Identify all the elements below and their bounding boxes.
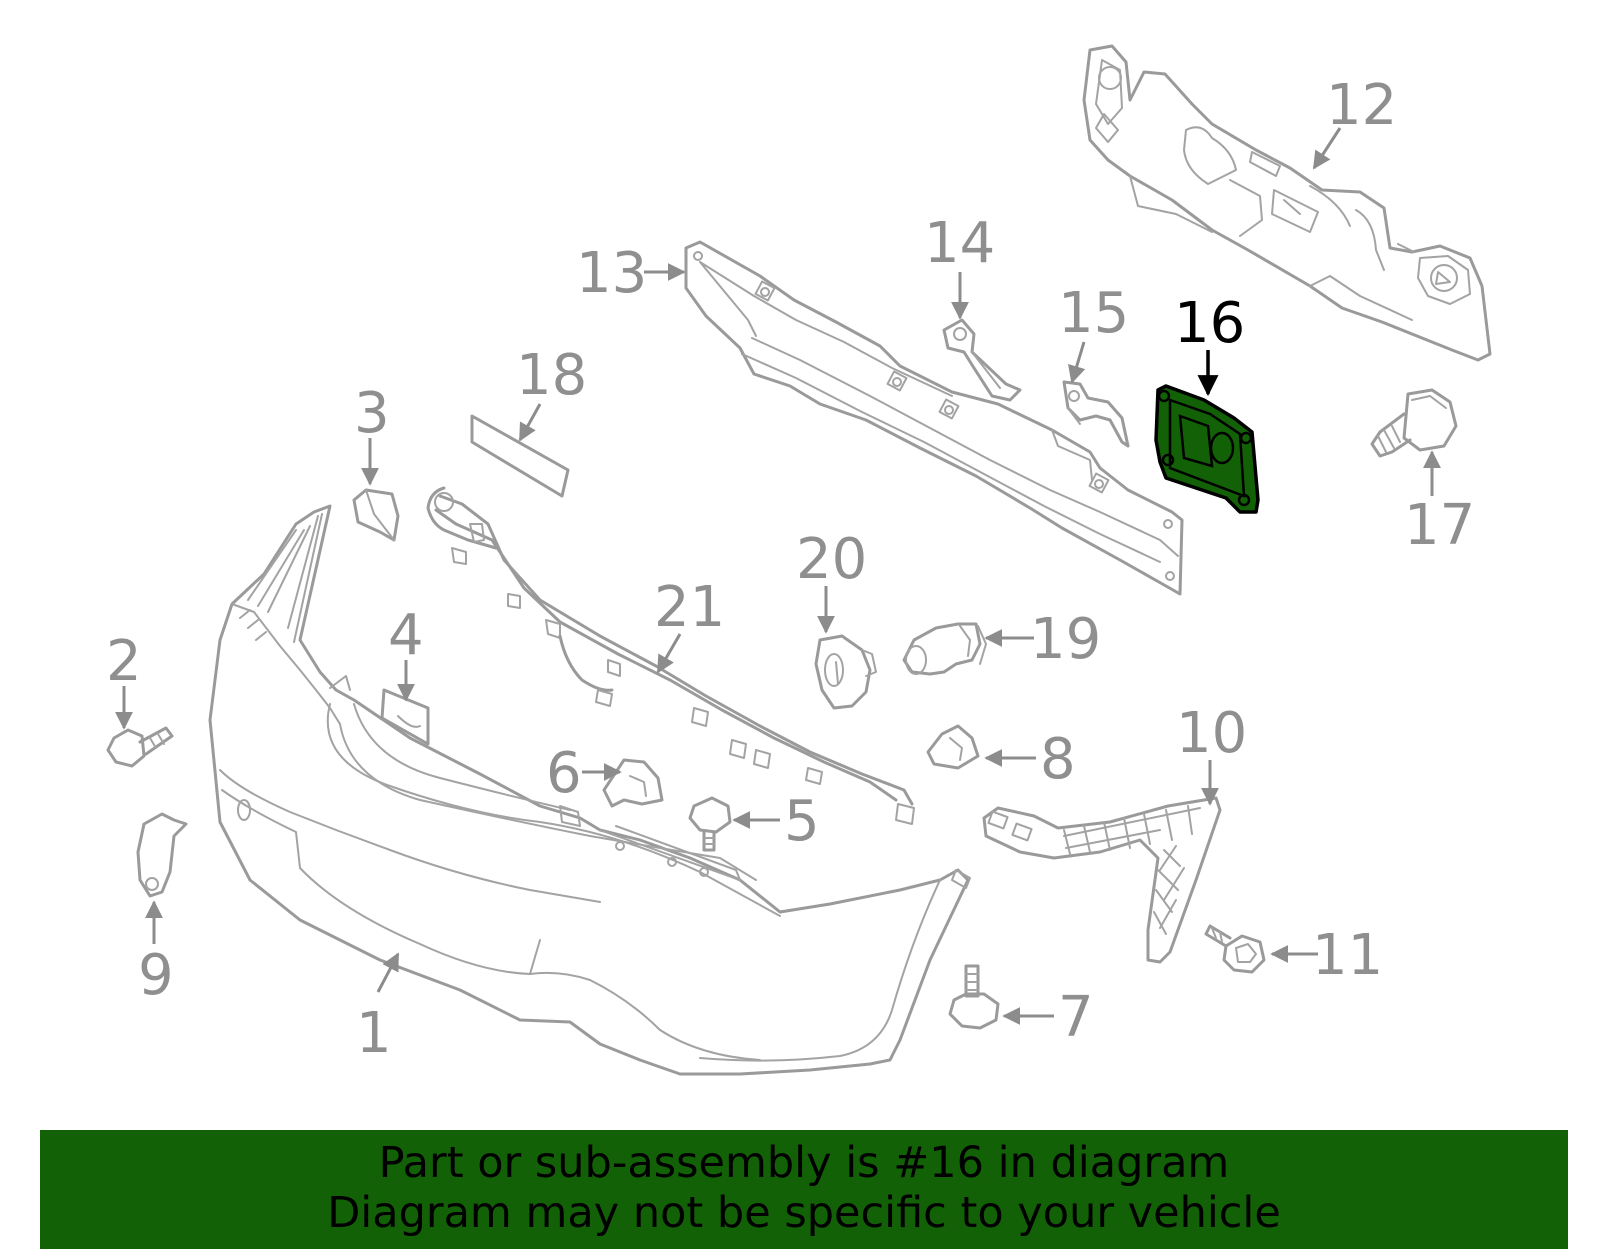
part-11-bolt xyxy=(1204,924,1266,974)
part-17-fastener xyxy=(1370,388,1458,458)
part-9-clip xyxy=(136,812,188,898)
callout-12: 12 xyxy=(1326,73,1397,138)
callout-8: 8 xyxy=(1040,727,1076,792)
banner-line-2: Diagram may not be specific to your vehi… xyxy=(327,1188,1281,1238)
callout-1: 1 xyxy=(356,1001,392,1066)
part-10-side-bracket xyxy=(982,796,1222,964)
part-18-strip xyxy=(470,414,570,498)
callout-19: 19 xyxy=(1030,607,1101,672)
callout-15: 15 xyxy=(1058,281,1129,346)
callout-10: 10 xyxy=(1176,701,1247,766)
callout-21: 21 xyxy=(654,575,725,640)
callout-2: 2 xyxy=(106,629,142,694)
part-1-bumper-cover xyxy=(208,504,971,1076)
part-6-clip xyxy=(602,758,664,808)
leader-15 xyxy=(1068,341,1086,384)
banner-line-1: Part or sub-assembly is #16 in diagram xyxy=(378,1138,1230,1188)
part-13-reinforcement-beam xyxy=(684,240,1184,596)
callout-4: 4 xyxy=(388,603,424,668)
callout-11: 11 xyxy=(1312,923,1383,988)
leader-lines xyxy=(115,127,1441,1025)
leader-12 xyxy=(1312,127,1342,170)
parts-diagram: 1 2 3 4 5 6 7 8 9 10 11 12 13 14 15 16 1… xyxy=(106,44,1492,1076)
callout-7: 7 xyxy=(1058,985,1094,1050)
callout-17: 17 xyxy=(1404,493,1475,558)
part-7-screw xyxy=(948,964,1000,1030)
part-2-bolt xyxy=(106,726,174,768)
part-19-connector xyxy=(902,622,987,676)
part-14-bracket xyxy=(942,318,1022,402)
part-12-energy-absorber xyxy=(1082,44,1492,362)
callout-13: 13 xyxy=(576,241,647,306)
leader-21 xyxy=(656,633,682,674)
leader-18 xyxy=(518,403,542,442)
leader-1 xyxy=(376,952,400,993)
callout-14: 14 xyxy=(924,211,995,276)
callout-5: 5 xyxy=(784,789,820,854)
callout-20: 20 xyxy=(796,527,867,592)
callout-9: 9 xyxy=(138,943,174,1008)
part-20-sensor xyxy=(814,634,877,710)
callout-16: 16 xyxy=(1174,291,1245,356)
part-5-screw xyxy=(688,796,732,852)
part-15-bracket xyxy=(1062,380,1130,448)
callout-labels: 1 2 3 4 5 6 7 8 9 10 11 12 13 14 15 16 1… xyxy=(106,73,1475,1066)
info-banner: Part or sub-assembly is #16 in diagram D… xyxy=(40,1130,1568,1249)
callout-6: 6 xyxy=(546,741,582,806)
callout-3: 3 xyxy=(354,381,390,446)
callout-18: 18 xyxy=(516,343,587,408)
part-3-clip xyxy=(352,488,400,542)
part-21-wiring-harness xyxy=(426,486,915,825)
part-8-clip xyxy=(926,724,980,770)
part-4-clip xyxy=(380,688,430,746)
part-16-highlighted-bracket xyxy=(1154,384,1260,514)
